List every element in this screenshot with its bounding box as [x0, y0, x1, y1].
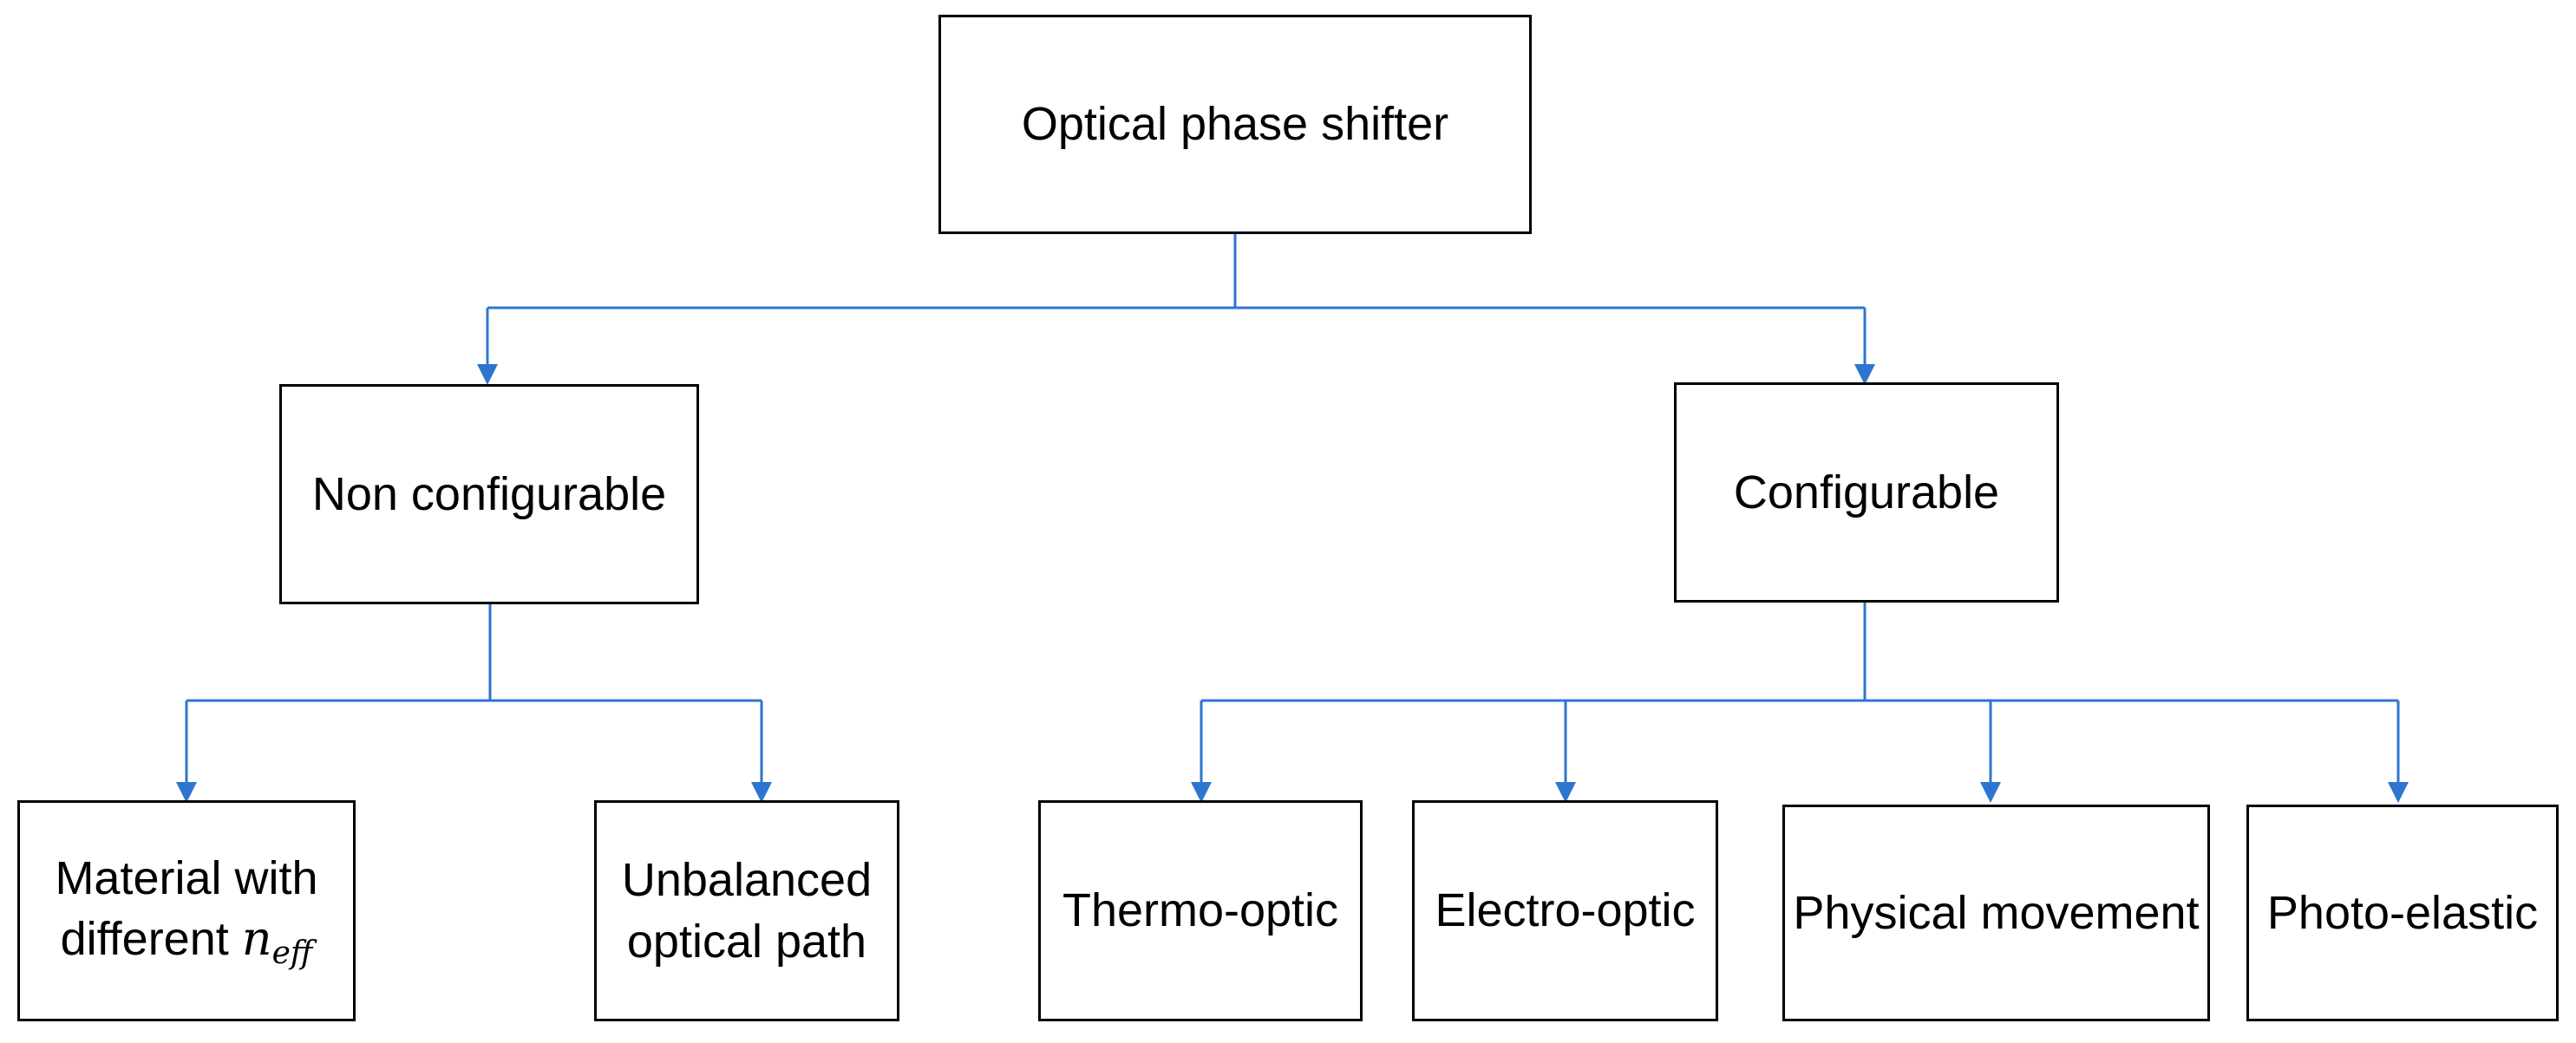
unbalanced-path-node: Unbalanced optical path	[594, 800, 899, 1021]
root-node: Optical phase shifter	[938, 15, 1532, 234]
material-line1: Material with	[55, 851, 318, 904]
physical-movement-label: Physical movement	[1793, 886, 2200, 939]
photo-elastic-label: Photo-elastic	[2266, 886, 2539, 939]
electro-optic-label: Electro-optic	[1435, 884, 1696, 937]
material-line2-prefix: different	[60, 912, 229, 965]
electro-optic-node: Electro-optic	[1412, 800, 1718, 1021]
physical-movement-node: Physical movement	[1782, 805, 2210, 1021]
configurable-node: Configurable	[1674, 382, 2059, 603]
neff-n: n	[241, 910, 272, 966]
neff-symbol: neff	[241, 910, 313, 971]
thermo-optic-node: Thermo-optic	[1038, 800, 1363, 1021]
configurable-label: Configurable	[1733, 466, 2000, 518]
nonconfigurable-node: Non configurable	[279, 384, 699, 604]
neff-subscript: eff	[271, 935, 313, 971]
material-neff-node: Material with different neff	[17, 800, 356, 1021]
material-line2: different neff	[55, 909, 317, 975]
unbalanced-line1: Unbalanced	[621, 854, 873, 907]
photo-elastic-node: Photo-elastic	[2246, 805, 2559, 1021]
root-label: Optical phase shifter	[1021, 98, 1449, 151]
thermo-optic-label: Thermo-optic	[1062, 884, 1339, 937]
unbalanced-line2: optical path	[626, 915, 867, 968]
nonconfigurable-label: Non configurable	[311, 467, 667, 520]
